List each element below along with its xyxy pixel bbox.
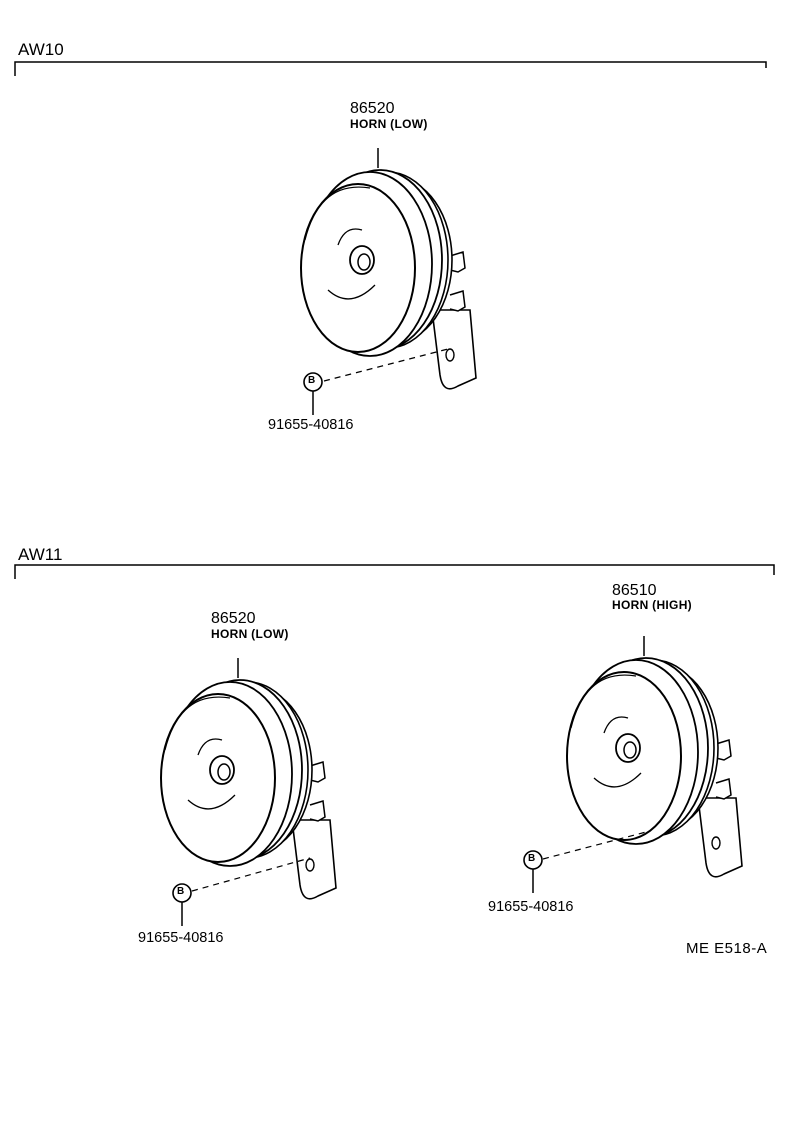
section-bracket-aw10	[14, 61, 767, 76]
bolt-part-number[interactable]: 91655-40816	[138, 930, 224, 946]
diagram-code: ME E518-A	[686, 940, 768, 957]
bolt-part-number[interactable]: 91655-40816	[268, 417, 354, 433]
bolt-leader-line	[191, 857, 311, 892]
section-title-aw10: AW10	[18, 40, 64, 59]
bolt-callout-letter: B	[177, 886, 185, 897]
horn-icon	[566, 635, 743, 878]
part-number[interactable]: 86510	[612, 582, 657, 599]
part-number[interactable]: 86520	[211, 610, 256, 627]
bolt-callout-letter: B	[308, 375, 316, 386]
bolt-part-number[interactable]: 91655-40816	[488, 899, 574, 915]
section-bracket-aw11	[14, 564, 775, 579]
horn-icon	[160, 657, 337, 900]
part-number[interactable]: 86520	[350, 100, 395, 117]
section-title-aw11: AW11	[18, 545, 63, 564]
part-name: HORN (LOW)	[211, 627, 289, 641]
horn-icon	[300, 147, 477, 390]
bolt-leader-line	[542, 831, 647, 860]
bolt-callout-letter: B	[528, 853, 536, 864]
part-name: HORN (LOW)	[350, 117, 428, 131]
part-name: HORN (HIGH)	[612, 598, 692, 612]
